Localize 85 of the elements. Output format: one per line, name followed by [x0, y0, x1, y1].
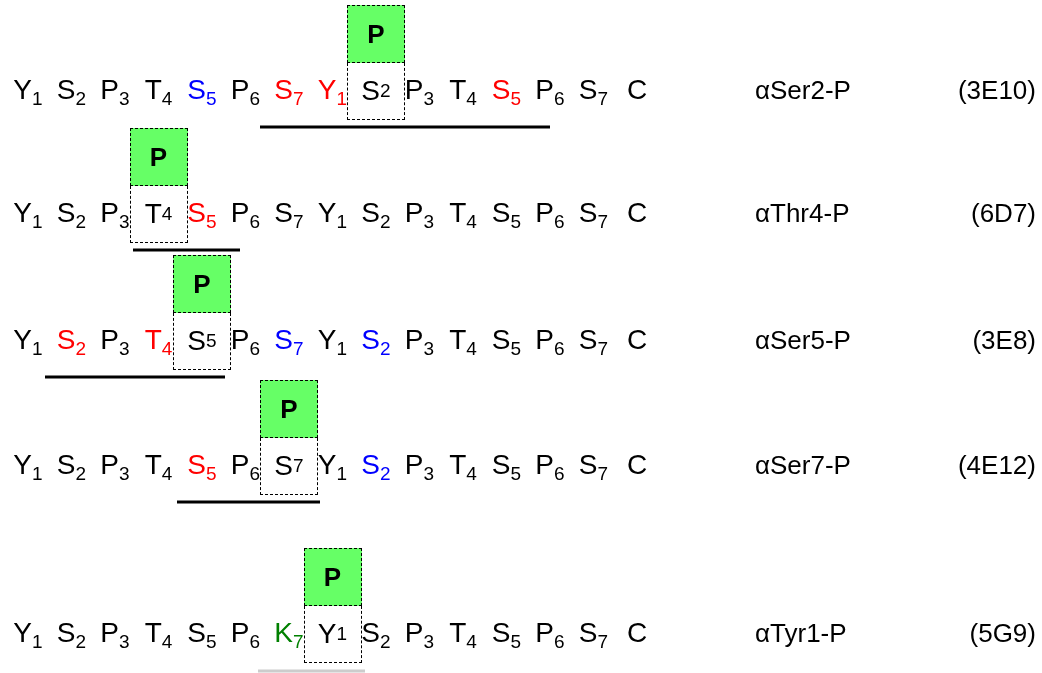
residue-label: Y$_{1}$: [317, 324, 348, 356]
residue-label: S$_{5}$: [187, 197, 217, 229]
residue-label: P$_{3}$: [100, 197, 130, 229]
residue-label: S$_{7}$: [578, 324, 609, 356]
residue-label: P$_{6}$: [230, 617, 261, 649]
residue-label: S$_{7}$: [274, 74, 304, 106]
residue-label: S$_{5}$: [491, 197, 522, 229]
residue-label: S$_{5}$: [491, 324, 522, 356]
residue-label: Y$_{1}$: [13, 74, 43, 106]
residue-label: C: [626, 74, 648, 106]
clone-name: (3E10): [957, 74, 1036, 106]
residue-label: P$_{6}$: [230, 324, 261, 356]
residue-label: T$_{4}$: [144, 74, 173, 106]
residue-label: P$_{3}$: [100, 449, 130, 481]
residue-label: S$_{2}$: [56, 197, 87, 229]
residue-label: S$_{5}$: [187, 449, 217, 481]
residue-label: P$_{6}$: [230, 74, 261, 106]
residue-label: S$_{7}$: [578, 197, 609, 229]
residue-label: Y$_{1}$: [317, 74, 348, 106]
clone-name: (5G9): [969, 617, 1036, 649]
residue-label: T$_{4}$: [449, 197, 477, 229]
phospho-box: P: [303, 548, 362, 606]
residue-label: P$_{6}$: [230, 449, 261, 481]
clone-name: (3E8): [972, 324, 1036, 356]
residue-label: C: [626, 197, 648, 229]
residue-label: S$_{2}$: [56, 74, 87, 106]
residue-label: C: [626, 324, 648, 356]
residue-label: Y$_{1}$: [317, 449, 348, 481]
residue-label: P$_{3}$: [404, 617, 435, 649]
residue-label: T$_{4}$: [449, 617, 477, 649]
residue-label: Y$_{1}$: [13, 197, 43, 229]
residue-label: P$_{3}$: [404, 324, 435, 356]
residue-label: P$_{6}$: [535, 617, 565, 649]
residue-label: S$_{7}$: [274, 324, 304, 356]
residue-label: T$_{4}$: [449, 74, 477, 106]
residue-label: S$_{2}$: [56, 324, 87, 356]
antibody-name: αSer2-P: [755, 74, 851, 106]
residue-label: S$_{2}$: [361, 617, 391, 649]
residue-label: S$_{7}$: [578, 449, 609, 481]
residue-label: S$_{2}$: [361, 324, 391, 356]
residue-label: S$_{7}$: [578, 74, 609, 106]
phospho-box: P: [347, 5, 405, 63]
residue-label: P$_{3}$: [404, 197, 435, 229]
antibody-name: αTyr1-P: [755, 617, 847, 649]
residue-label: Y$_{1}$: [13, 449, 43, 481]
residue-label: P$_{3}$: [100, 617, 130, 649]
residue-label: P$_{6}$: [230, 197, 261, 229]
phospho-box: P: [129, 128, 188, 186]
residue-label: S$_{5}$: [187, 74, 217, 106]
residue-label: P$_{3}$: [404, 449, 435, 481]
residue-label: P$_{6}$: [535, 74, 565, 106]
antibody-name: αSer7-P: [755, 449, 851, 481]
residue-label: S$_{5}$: [187, 617, 217, 649]
residue-label: Y$_{1}$: [13, 617, 43, 649]
residue-label: P$_{6}$: [535, 449, 565, 481]
residue-label: P$_{3}$: [100, 74, 130, 106]
residue-label: T$_{4}$: [449, 324, 477, 356]
residue-label: P$_{3}$: [404, 74, 435, 106]
residue-label: P$_{3}$: [100, 324, 130, 356]
clone-name: (4E12): [957, 449, 1036, 481]
residue-label: P$_{6}$: [535, 197, 565, 229]
residue-label: S$_{2}$: [56, 617, 87, 649]
residue-label: S$_{5}$: [491, 449, 522, 481]
residue-label: T$_{4}$: [144, 617, 173, 649]
residue-label: S$_{5}$: [491, 617, 522, 649]
clone-name: (6D7): [971, 197, 1036, 229]
residue-label: S$_{2}$: [361, 449, 391, 481]
residue-label: S$_{5}$: [491, 74, 522, 106]
phospho-box: P: [260, 380, 318, 438]
residue-label: Y$_{1}$: [13, 324, 43, 356]
residue-label: T$_{4}$: [144, 324, 173, 356]
residue-label: C: [626, 617, 648, 649]
antibody-name: αSer5-P: [755, 324, 851, 356]
residue-label: S$_{2}$: [56, 449, 87, 481]
residue-label: T$_{4}$: [449, 449, 477, 481]
residue-label: K$_{7}$: [274, 617, 304, 649]
residue-label: T$_{4}$: [144, 449, 173, 481]
residue-label: C: [626, 449, 648, 481]
residue-label: Y$_{1}$: [317, 197, 348, 229]
antibody-name: αThr4-P: [755, 197, 850, 229]
residue-label: S$_{2}$: [361, 197, 391, 229]
residue-label: P$_{6}$: [535, 324, 565, 356]
residue-label: S$_{7}$: [578, 617, 609, 649]
phospho-box: P: [173, 255, 231, 313]
residue-label: S$_{7}$: [274, 197, 304, 229]
